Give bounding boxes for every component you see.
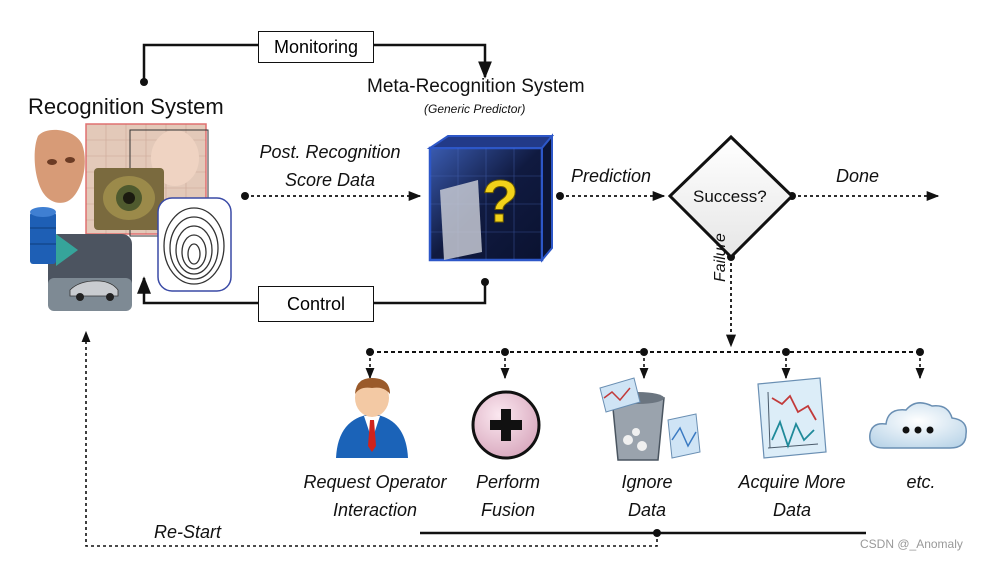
score-card-shape — [440, 180, 482, 260]
etc-cloud-icon — [869, 402, 967, 449]
data-chart-icon — [757, 377, 827, 459]
restart-label: Re-Start — [154, 522, 222, 542]
face-3d-model — [34, 129, 85, 203]
meta-recognition-cube: ? — [426, 133, 555, 263]
meta-recognition-title: Meta-Recognition System — [367, 76, 585, 97]
prediction-arrow — [556, 190, 666, 202]
success-label: Success? — [693, 187, 767, 206]
meta-recognition-subtitle: (Generic Predictor) — [424, 102, 526, 116]
fusion-plus-icon — [471, 390, 541, 460]
action-perform-fusion: Perform Fusion — [458, 468, 558, 524]
prediction-label: Prediction — [571, 166, 652, 186]
done-label: Done — [836, 166, 880, 186]
action-bus — [365, 348, 925, 380]
action-ignore-data: Ignore Data — [597, 468, 697, 524]
action-request-operator-line2: Interaction — [332, 500, 418, 520]
action-ignore-data-line2: Data — [627, 500, 667, 520]
action-acquire-more-data-line2: Data — [772, 500, 812, 520]
restart-connector — [81, 330, 866, 547]
play-icon — [56, 234, 78, 266]
fingerprint-ridges — [163, 207, 225, 285]
control-label: Control — [286, 293, 346, 314]
monitoring-connector — [140, 43, 492, 86]
score-data-line2: Score Data — [284, 170, 376, 190]
score-data-line1: Post. Recognition — [259, 142, 401, 162]
action-perform-fusion-line2: Fusion — [480, 500, 536, 520]
action-etc-line1: etc. — [906, 472, 936, 492]
failure-label: Failure — [712, 233, 729, 282]
done-arrow — [788, 190, 940, 202]
action-request-operator-line1: Request Operator — [303, 472, 447, 492]
recognition-system-title: Recognition System — [28, 94, 224, 119]
score-data-arrow — [241, 190, 422, 202]
database-icon — [30, 212, 56, 264]
score-data-label: Post. Recognition Score Data — [250, 138, 410, 194]
action-acquire-more-data: Acquire More Data — [722, 468, 862, 524]
success-decision-diamond — [667, 134, 795, 260]
action-request-operator: Request Operator Interaction — [286, 468, 464, 524]
action-perform-fusion-line1: Perform — [475, 472, 540, 492]
csdn-watermark: CSDN @_Anomaly — [860, 537, 963, 551]
question-mark-glyph: ? — [482, 168, 519, 235]
action-etc: etc. — [876, 468, 966, 496]
monitoring-label: Monitoring — [273, 36, 359, 57]
monitoring-box: Monitoring — [258, 31, 374, 63]
trash-can-icon — [599, 377, 701, 461]
operator-person-icon — [336, 378, 408, 458]
control-connector — [137, 276, 489, 305]
action-ignore-data-line1: Ignore — [621, 472, 673, 492]
recognition-system-collage — [30, 123, 232, 311]
action-acquire-more-data-line1: Acquire More — [738, 472, 846, 492]
control-box: Control — [258, 286, 374, 322]
